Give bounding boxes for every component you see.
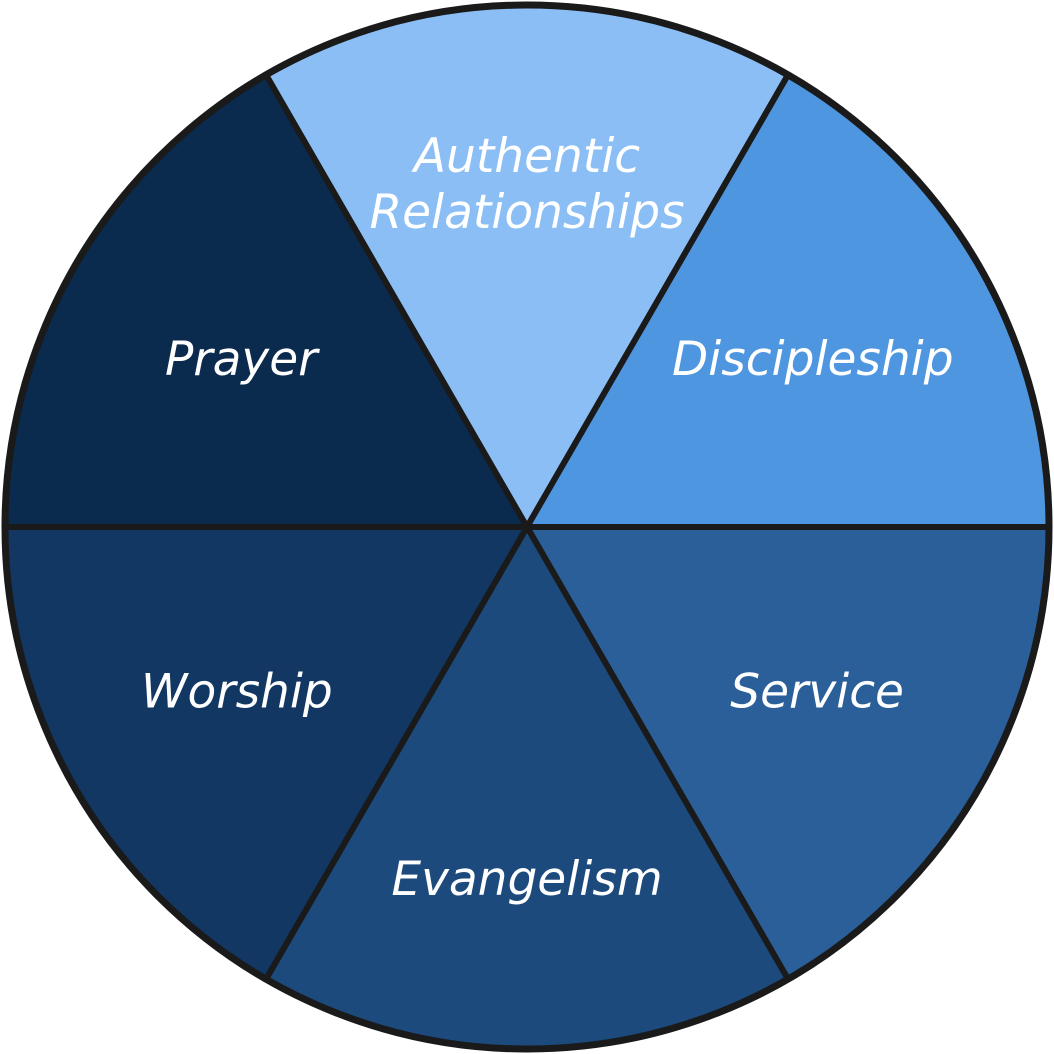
label-line: Discipleship	[672, 332, 954, 387]
label-line: Worship	[141, 664, 333, 719]
label-worship: Worship	[141, 664, 333, 719]
label-evangelism: Evangelism	[391, 852, 662, 907]
label-line: Authentic	[411, 129, 640, 184]
label-prayer: Prayer	[165, 332, 320, 387]
label-service: Service	[730, 664, 904, 719]
label-line: Evangelism	[391, 852, 662, 907]
label-line: Relationships	[369, 185, 684, 240]
label-line: Service	[730, 664, 904, 719]
label-discipleship: Discipleship	[672, 332, 954, 387]
label-line: Prayer	[165, 332, 320, 387]
